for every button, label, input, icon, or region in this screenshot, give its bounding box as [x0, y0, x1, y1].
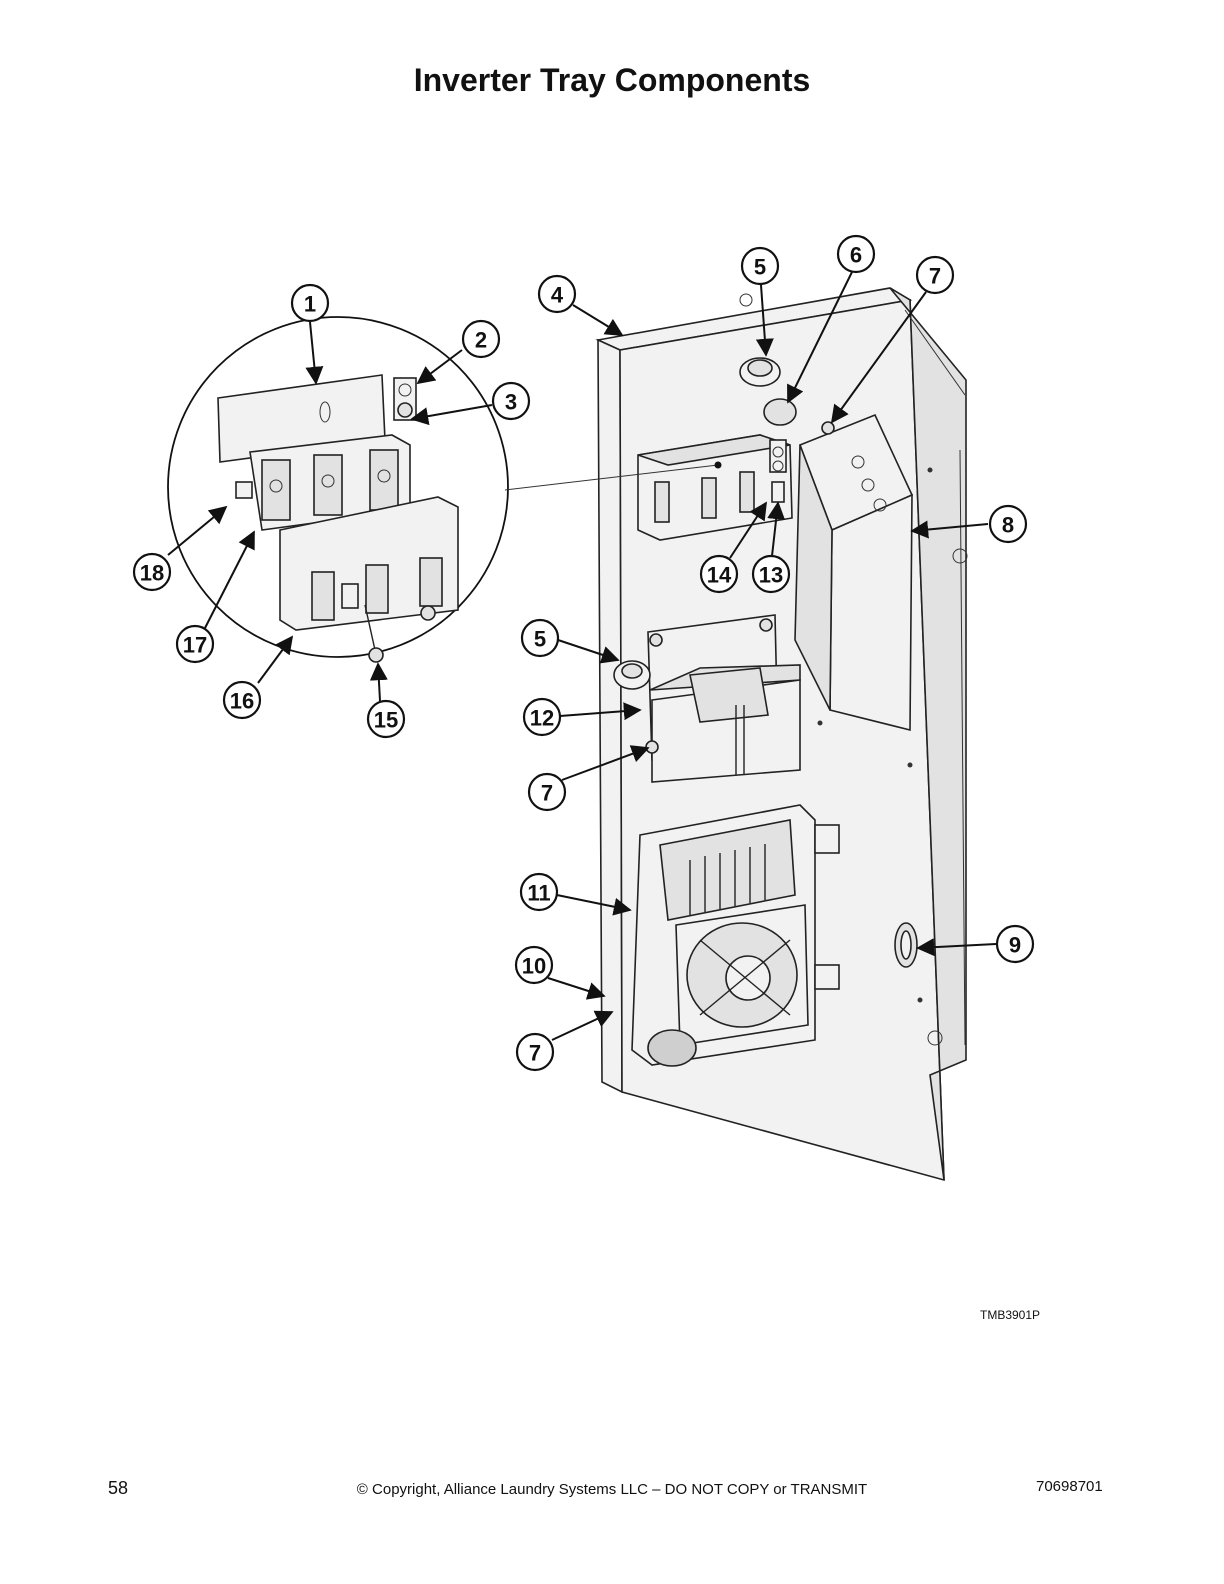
detail-view	[167, 316, 722, 663]
callout-label: 2	[475, 328, 487, 353]
figure-id: TMB3901P	[980, 1308, 1041, 1322]
callout-label: 8	[1002, 513, 1014, 538]
callout-label: 18	[140, 561, 164, 586]
callout-16: 16	[222, 680, 262, 720]
inverter-drive	[631, 804, 840, 1067]
callout-1: 1	[290, 283, 330, 323]
callout-10: 10	[514, 945, 554, 985]
callout-17: 17	[175, 624, 215, 664]
callout-label: 17	[183, 633, 207, 658]
callout-label: 14	[707, 563, 732, 588]
callout-label: 11	[527, 881, 550, 906]
callout-label: 1	[304, 292, 316, 317]
callout-label: 9	[1009, 933, 1021, 958]
callout-3: 3	[491, 381, 531, 421]
callout-4: 4	[537, 274, 577, 314]
wire-clip-top	[739, 357, 781, 387]
callout-6: 6	[836, 234, 876, 274]
hole-plug	[763, 398, 797, 426]
leader-lines	[167, 271, 997, 1041]
callout-label: 12	[530, 706, 554, 731]
copyright-notice: © Copyright, Alliance Laundry Systems LL…	[356, 1481, 868, 1498]
callout-7-top: 7	[915, 255, 955, 295]
callout-7-middle: 7	[527, 772, 567, 812]
callout-label: 6	[850, 243, 862, 268]
callout-label: 7	[529, 1041, 541, 1066]
callout-11: 11	[519, 872, 559, 912]
callout-label: 7	[541, 781, 553, 806]
callout-label: 15	[374, 708, 398, 733]
callout-5-middle: 5	[520, 618, 560, 658]
callout-8: 8	[988, 504, 1028, 544]
line-reactor	[645, 614, 801, 783]
document-number: 70698701	[1036, 1478, 1103, 1495]
callout-14: 14	[699, 554, 739, 594]
callout-label: 16	[230, 689, 254, 714]
callout-15: 15	[366, 699, 406, 739]
callout-18: 18	[132, 552, 172, 592]
callout-7-bottom: 7	[515, 1032, 555, 1072]
callout-12: 12	[522, 697, 562, 737]
callout-label: 5	[534, 627, 546, 652]
callout-label: 7	[929, 264, 941, 289]
callout-5-top: 5	[740, 246, 780, 286]
page-number: 58	[108, 1478, 129, 1498]
inverter-cover	[794, 413, 914, 732]
callout-2: 2	[461, 319, 501, 359]
callout-9: 9	[995, 924, 1035, 964]
callout-label: 4	[551, 283, 564, 308]
callout-label: 10	[522, 954, 546, 979]
callout-13: 13	[751, 554, 791, 594]
callout-label: 13	[759, 563, 783, 588]
page-title: Inverter Tray Components	[413, 62, 811, 98]
callout-label: 5	[754, 255, 766, 280]
wire-clip-middle	[613, 660, 651, 690]
callout-label: 3	[505, 390, 517, 415]
